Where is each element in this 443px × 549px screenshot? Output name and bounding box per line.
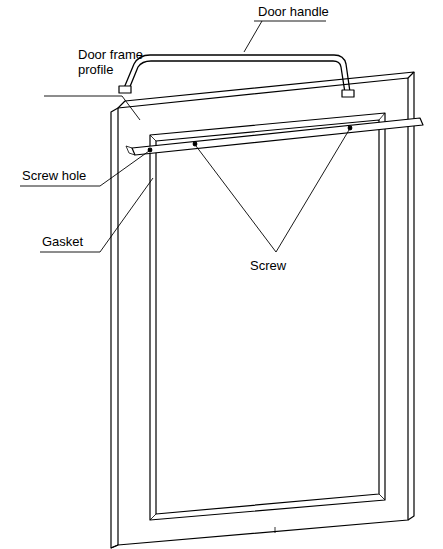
gasket-edge bbox=[150, 113, 385, 520]
gasket-edge bbox=[156, 120, 379, 514]
frame-depth bbox=[111, 545, 118, 548]
handle-bracket bbox=[342, 90, 354, 97]
door-handle bbox=[129, 61, 345, 93]
part-label: Door handle bbox=[258, 4, 338, 19]
leader-line bbox=[20, 151, 149, 186]
frame-opening bbox=[150, 113, 385, 520]
screw bbox=[193, 142, 197, 146]
frame-depth bbox=[408, 72, 414, 520]
door-handle bbox=[124, 55, 350, 92]
part-label: Screw bbox=[250, 258, 310, 273]
part-label: Screw hole bbox=[22, 168, 102, 183]
leader-line bbox=[40, 178, 153, 252]
leader-line bbox=[44, 96, 140, 120]
part-label: Door frame profile bbox=[78, 47, 152, 77]
profile-strip bbox=[126, 146, 135, 155]
frame-joint bbox=[275, 527, 276, 533]
frame-depth bbox=[118, 72, 414, 108]
handle-bracket bbox=[119, 86, 131, 93]
screw bbox=[348, 126, 352, 130]
leader-line bbox=[244, 21, 326, 52]
leader-line bbox=[196, 130, 349, 252]
profile-strip bbox=[132, 118, 423, 155]
part-label: Gasket bbox=[42, 234, 102, 249]
